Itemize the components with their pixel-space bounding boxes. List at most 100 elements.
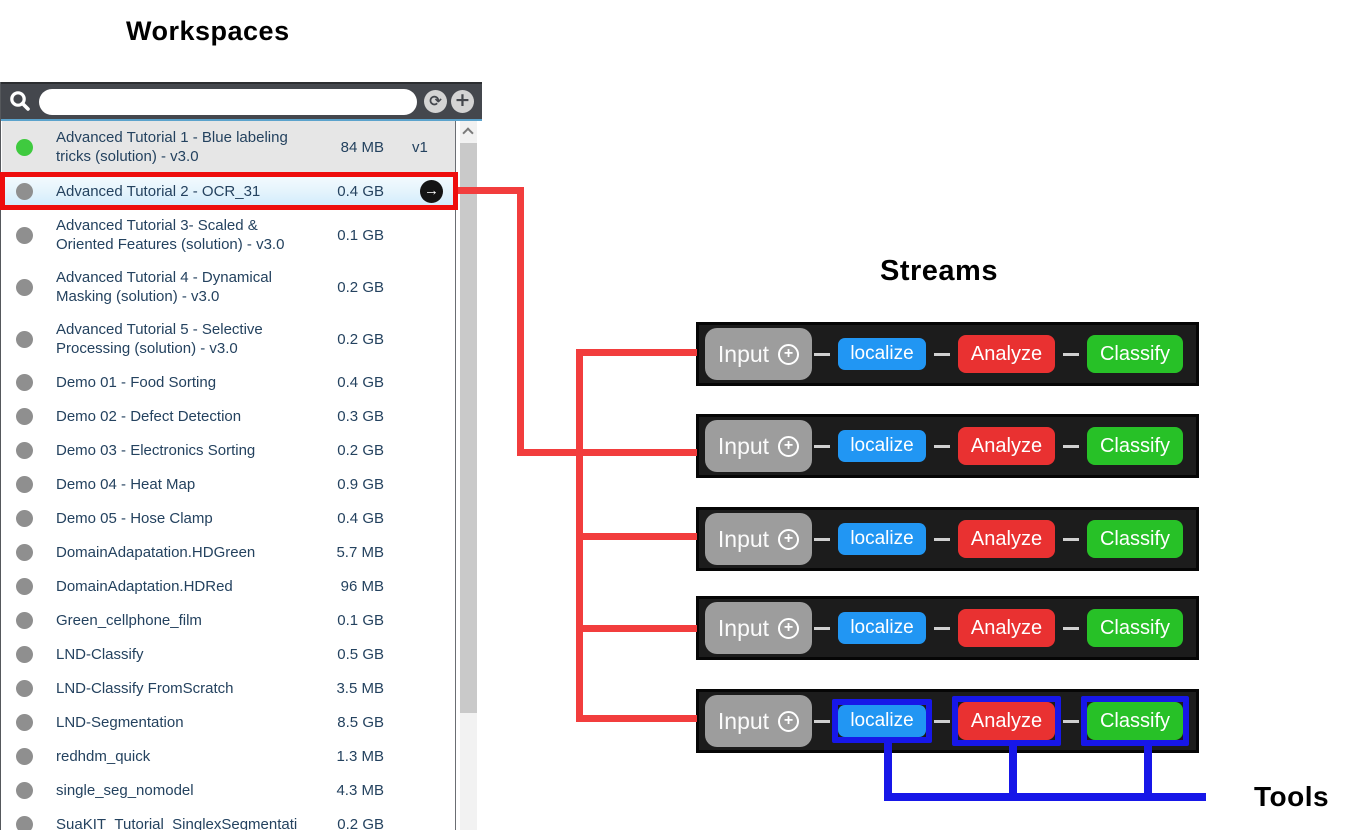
scroll-up-button[interactable] <box>460 121 477 141</box>
tool-button-localize[interactable]: localize <box>838 338 926 370</box>
tool-slot: localize <box>832 332 932 376</box>
node-connector-dash <box>934 352 950 356</box>
streams-title: Streams <box>880 255 998 287</box>
refresh-icon[interactable]: ⟳ <box>424 90 447 113</box>
node-connector-dash <box>814 537 830 541</box>
workspace-list-item[interactable]: DomainAdapatation.HDGreen 5.7 MB <box>2 535 455 569</box>
workspace-list-item[interactable]: LND-Classify FromScratch 3.5 MB <box>2 671 455 705</box>
stream-row: Input + localize Analyze Classify <box>696 689 1199 753</box>
node-connector-dash <box>1063 719 1079 723</box>
input-node-button[interactable]: Input + <box>705 420 812 472</box>
tool-slot: localize <box>832 606 932 650</box>
node-connector-dash <box>1063 352 1079 356</box>
tool-slot: Analyze <box>952 421 1061 471</box>
workspace-list-item[interactable]: redhdm_quick 1.3 MB <box>2 739 455 773</box>
open-workspace-arrow-icon[interactable]: → <box>420 179 443 203</box>
workspace-list-item[interactable]: Advanced Tutorial 5 - Selective Processi… <box>2 313 455 365</box>
workspace-size: 0.5 GB <box>337 645 384 663</box>
workspace-list-item[interactable]: DomainAdaptation.HDRed 96 MB <box>2 569 455 603</box>
tool-highlight-box: Classify <box>1081 696 1189 746</box>
workspace-list-item[interactable]: Green_cellphone_film 0.1 GB <box>2 603 455 637</box>
workspace-list-item[interactable]: SuaKIT_Tutorial_SinglexSegmentati 0.2 GB <box>2 807 455 830</box>
scrollbar[interactable] <box>460 121 477 830</box>
workspace-name: Advanced Tutorial 5 - Selective Processi… <box>56 321 263 357</box>
header-accent-line <box>1 119 482 121</box>
tool-button-analyze[interactable]: Analyze <box>958 427 1055 465</box>
add-workspace-icon[interactable]: + <box>451 90 474 113</box>
status-dot-icon <box>16 226 33 244</box>
tool-button-classify[interactable]: Classify <box>1087 335 1183 373</box>
workspace-name: LND-Classify FromScratch <box>56 679 234 697</box>
tool-button-analyze[interactable]: Analyze <box>958 520 1055 558</box>
input-node-button[interactable]: Input + <box>705 328 812 380</box>
workspace-name: redhdm_quick <box>56 747 151 765</box>
workspace-name: DomainAdapatation.HDGreen <box>56 543 256 561</box>
tool-button-localize[interactable]: localize <box>838 705 926 737</box>
input-node-button[interactable]: Input + <box>705 513 812 565</box>
search-input[interactable] <box>39 88 417 115</box>
status-dot-icon <box>16 278 33 296</box>
workspace-name: LND-Segmentation <box>56 713 184 731</box>
tool-button-localize[interactable]: localize <box>838 612 926 644</box>
node-connector-dash <box>814 719 830 723</box>
tool-slot: Analyze <box>952 514 1061 564</box>
workspace-name: Demo 05 - Hose Clamp <box>56 509 213 527</box>
node-connector-dash <box>934 444 950 448</box>
workspace-list-item[interactable]: Advanced Tutorial 3- Scaled & Oriented F… <box>2 209 455 261</box>
workspace-size: 84 MB <box>340 138 384 156</box>
node-connector-dash <box>1063 626 1079 630</box>
workspace-list-item[interactable]: Demo 03 - Electronics Sorting 0.2 GB <box>2 433 455 467</box>
red-connector-line <box>576 715 697 722</box>
input-node-button[interactable]: Input + <box>705 602 812 654</box>
workspace-size: 0.3 GB <box>337 407 384 425</box>
tool-button-classify[interactable]: Classify <box>1087 427 1183 465</box>
tool-button-localize[interactable]: localize <box>838 430 926 462</box>
plus-circle-icon: + <box>778 710 800 732</box>
tool-slot: localize <box>832 424 932 468</box>
workspace-name: Advanced Tutorial 1 - Blue labeling tric… <box>56 129 288 165</box>
tool-button-analyze[interactable]: Analyze <box>958 609 1055 647</box>
workspace-list-item[interactable]: Advanced Tutorial 2 - OCR_31 0.4 GB → <box>2 173 455 209</box>
workspace-list: Advanced Tutorial 1 - Blue labeling tric… <box>2 121 456 830</box>
status-dot-icon <box>16 182 33 200</box>
input-node-label: Input <box>717 432 770 459</box>
scrollbar-thumb[interactable] <box>460 143 477 713</box>
tool-button-analyze[interactable]: Analyze <box>958 702 1055 740</box>
tool-button-classify[interactable]: Classify <box>1087 702 1183 740</box>
workspace-list-item[interactable]: LND-Segmentation 8.5 GB <box>2 705 455 739</box>
workspace-list-item[interactable]: single_seg_nomodel 4.3 MB <box>2 773 455 807</box>
workspace-name: LND-Classify <box>56 645 144 663</box>
tool-button-localize[interactable]: localize <box>838 523 926 555</box>
node-connector-dash <box>814 352 830 356</box>
plus-circle-icon: + <box>778 617 800 639</box>
tool-button-analyze[interactable]: Analyze <box>958 335 1055 373</box>
workspace-list-item[interactable]: Advanced Tutorial 1 - Blue labeling tric… <box>2 121 455 173</box>
node-connector-dash <box>814 626 830 630</box>
tool-button-classify[interactable]: Classify <box>1087 520 1183 558</box>
workspace-size: 0.1 GB <box>337 226 384 244</box>
workspace-list-item[interactable]: Advanced Tutorial 4 - Dynamical Masking … <box>2 261 455 313</box>
workspace-list-item[interactable]: Demo 02 - Defect Detection 0.3 GB <box>2 399 455 433</box>
workspace-size: 3.5 MB <box>336 679 384 697</box>
workspace-list-item[interactable]: Demo 04 - Heat Map 0.9 GB <box>2 467 455 501</box>
stream-row: Input + localize Analyze Classify <box>696 414 1199 478</box>
workspace-size: 8.5 GB <box>337 713 384 731</box>
workspace-name: Advanced Tutorial 3- Scaled & Oriented F… <box>56 217 285 253</box>
workspace-name: Advanced Tutorial 4 - Dynamical Masking … <box>56 269 272 305</box>
chevron-up-icon <box>462 127 474 139</box>
status-dot-icon <box>16 645 33 663</box>
tool-button-classify[interactable]: Classify <box>1087 609 1183 647</box>
blue-connector-line <box>1144 742 1152 801</box>
input-node-button[interactable]: Input + <box>705 695 812 747</box>
workspace-name: Demo 03 - Electronics Sorting <box>56 441 256 459</box>
workspace-list-item[interactable]: LND-Classify 0.5 GB <box>2 637 455 671</box>
red-connector-line <box>576 349 697 356</box>
workspace-name: Demo 04 - Heat Map <box>56 475 196 493</box>
stream-row: Input + localize Analyze Classify <box>696 596 1199 660</box>
workspace-list-item[interactable]: Demo 01 - Food Sorting 0.4 GB <box>2 365 455 399</box>
tool-highlight-box: Analyze <box>952 696 1061 746</box>
red-connector-line <box>517 449 697 456</box>
workspace-list-item[interactable]: Demo 05 - Hose Clamp 0.4 GB <box>2 501 455 535</box>
node-connector-dash <box>814 444 830 448</box>
